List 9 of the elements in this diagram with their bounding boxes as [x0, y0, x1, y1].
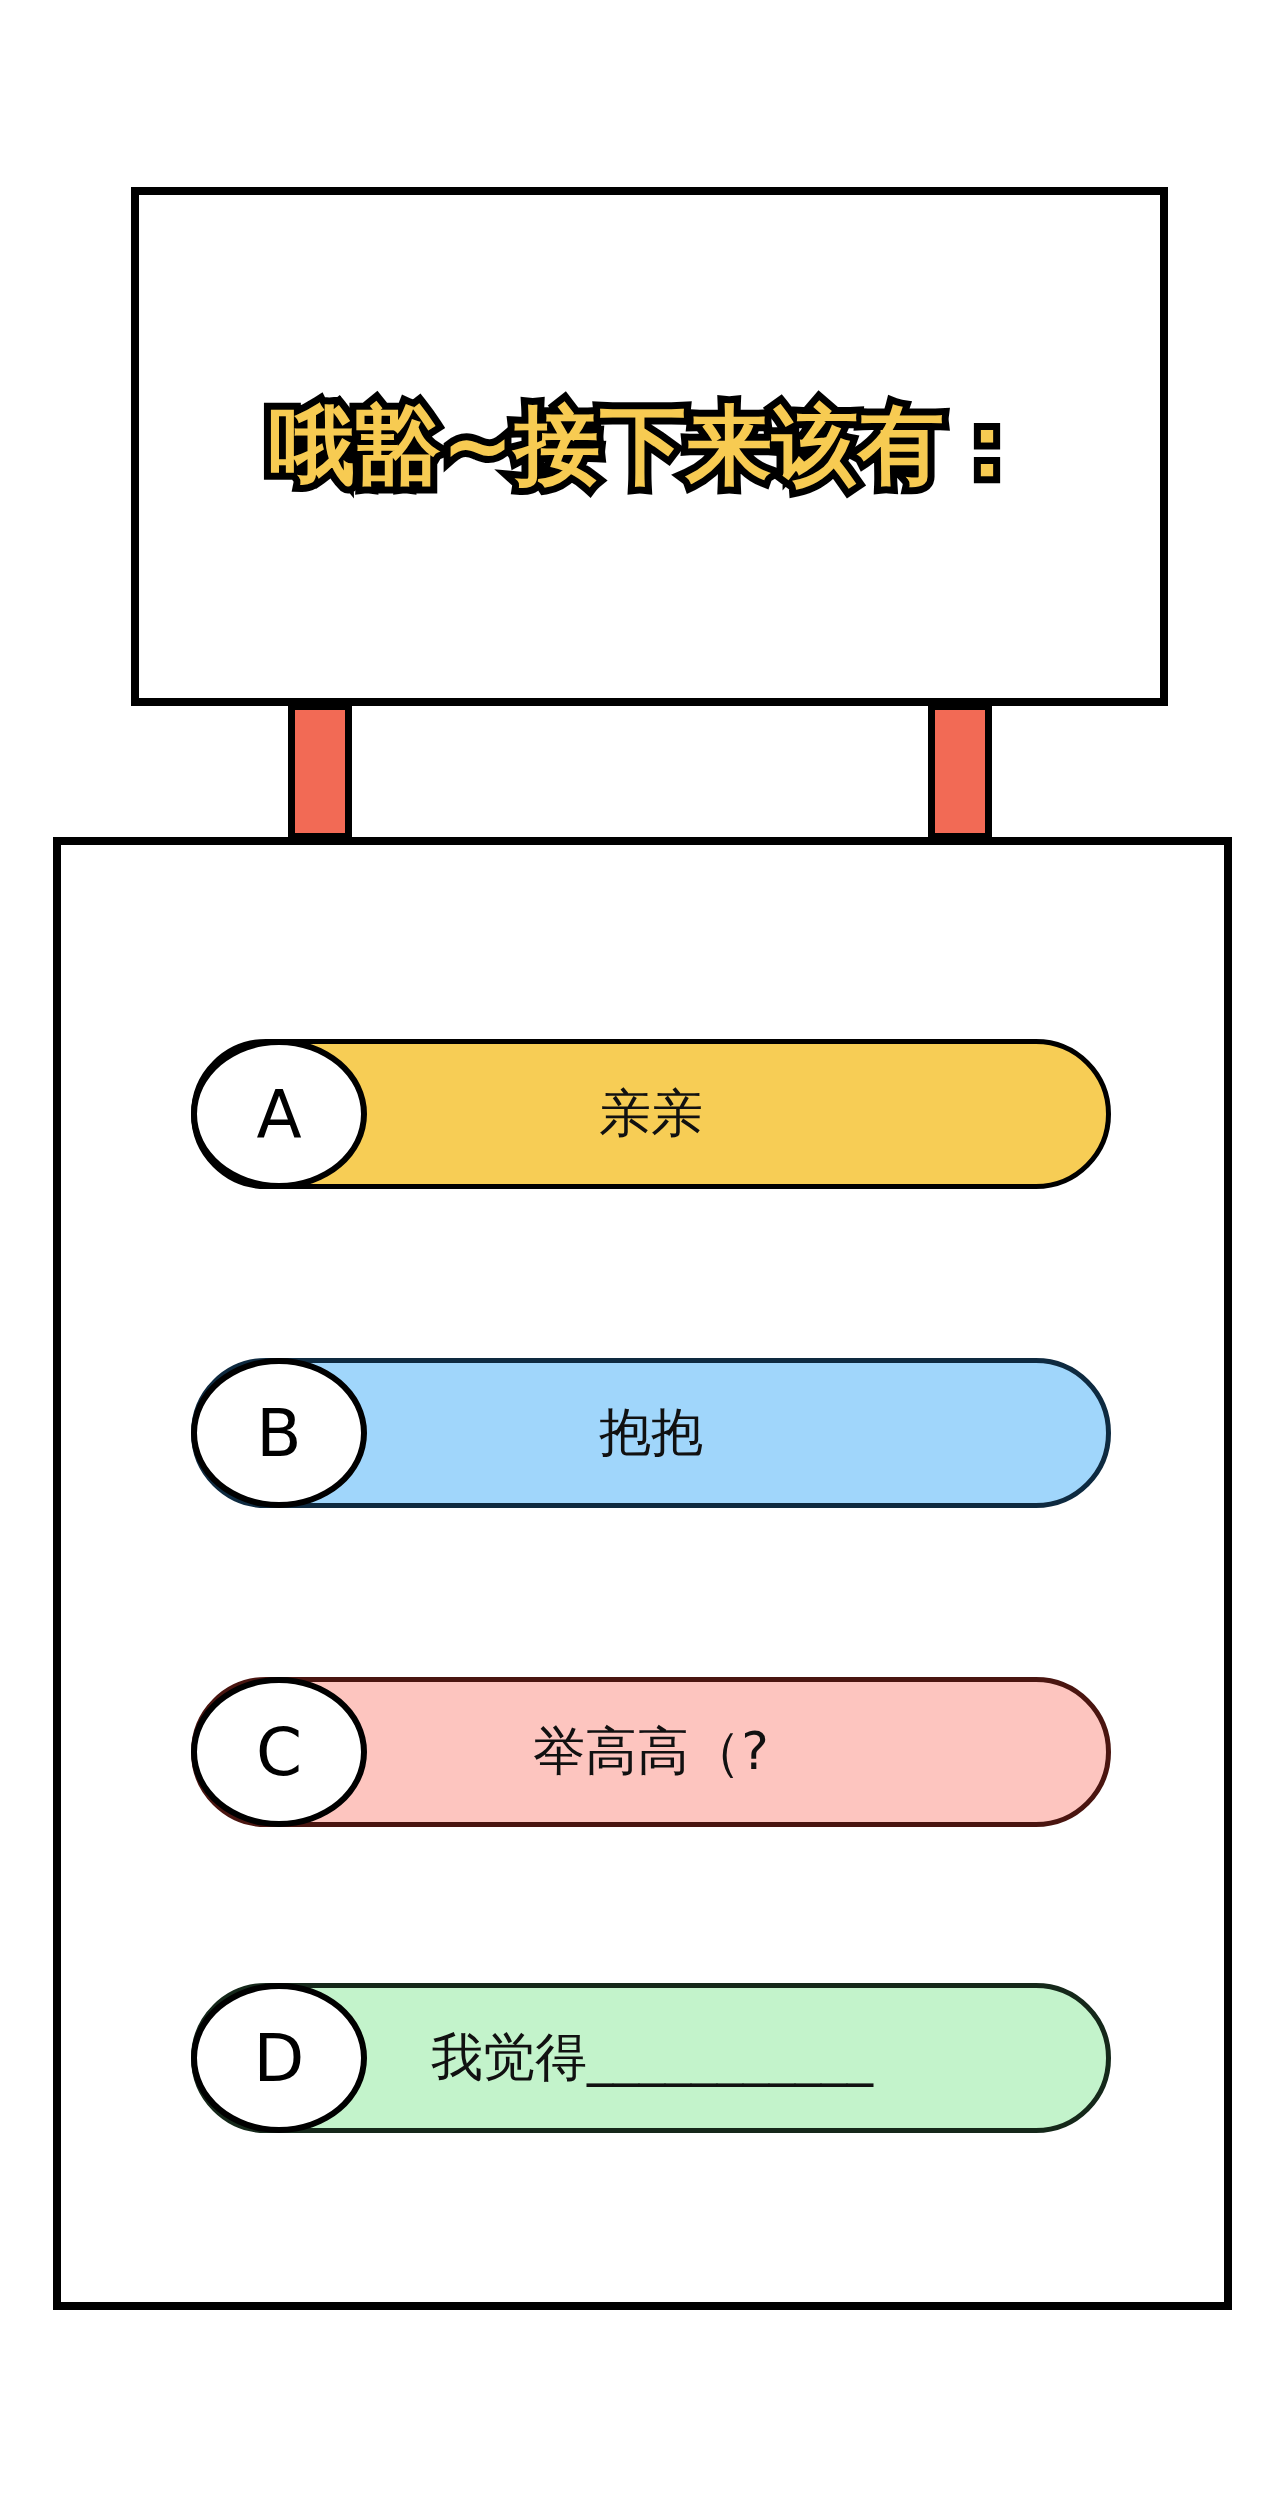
sign-board [131, 187, 1168, 706]
letter-circle: B [191, 1358, 367, 1508]
panel-box [53, 837, 1232, 2310]
option-text: 亲亲 [599, 1082, 703, 1145]
letter-circle: C [191, 1677, 367, 1827]
option-text: 抱抱 [599, 1401, 703, 1464]
option-text: 我觉得___________ [431, 2026, 873, 2089]
letter-circle: D [191, 1983, 367, 2133]
option-text: 举高高（? [533, 1720, 769, 1783]
